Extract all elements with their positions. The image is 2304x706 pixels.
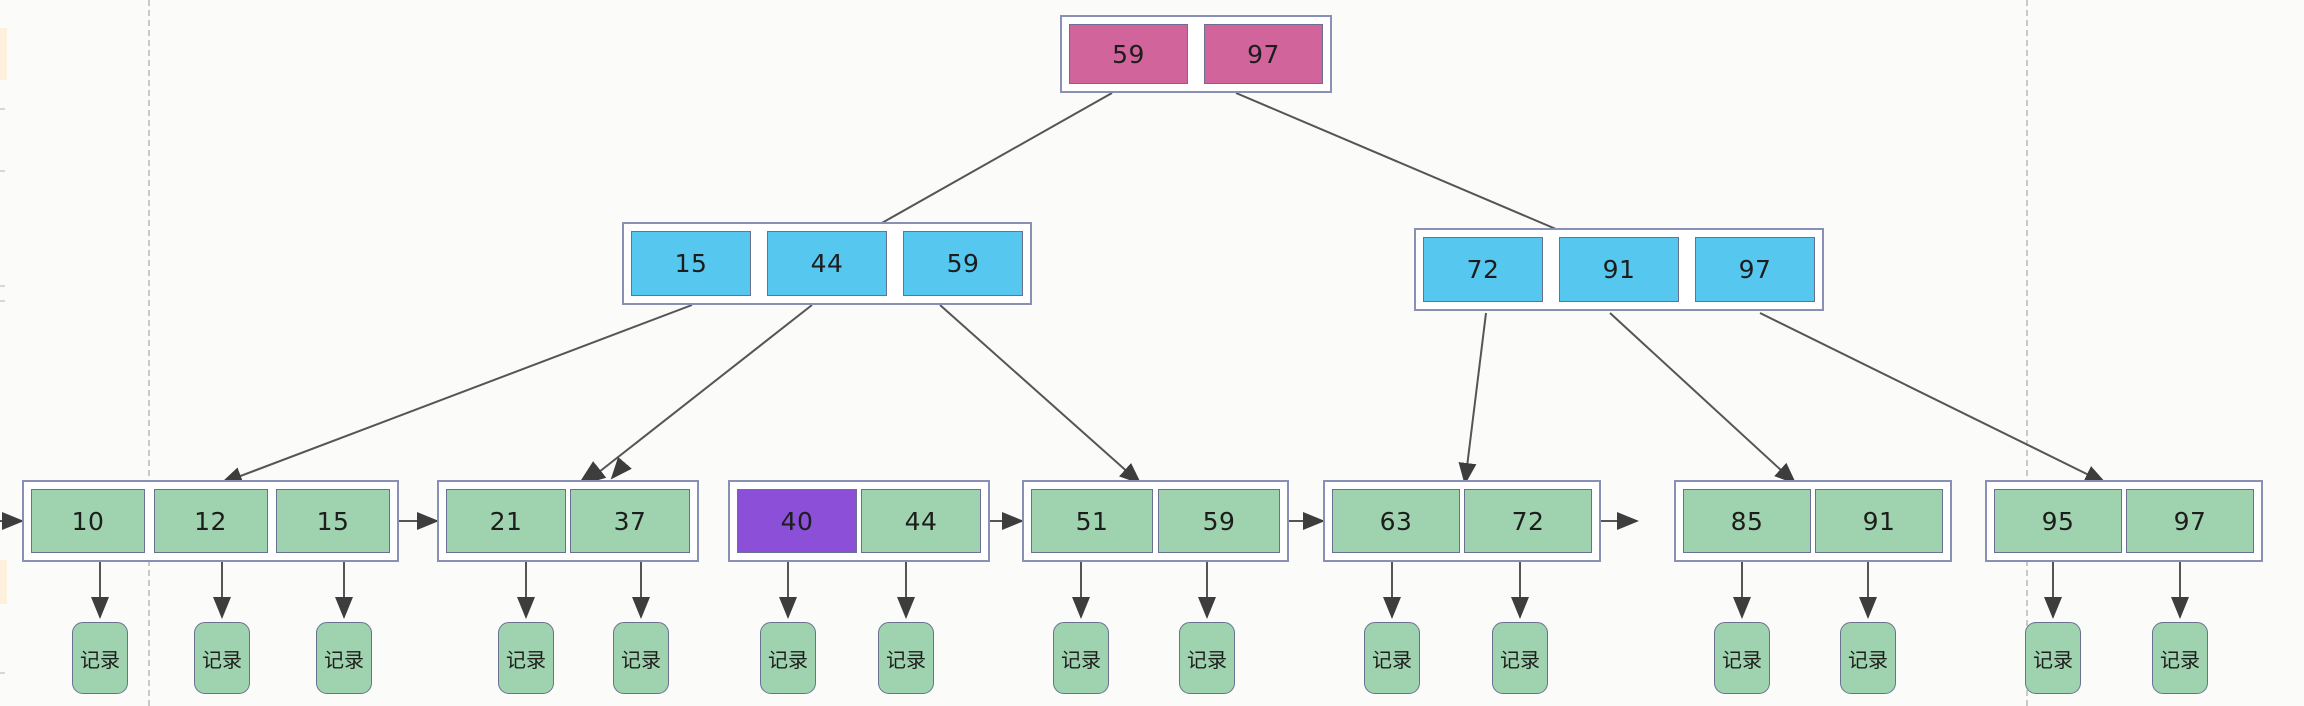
record-box[interactable]: 记录 <box>1053 622 1109 694</box>
root-key-0[interactable]: 59 <box>1069 24 1188 84</box>
record-box[interactable]: 记录 <box>878 622 934 694</box>
record-box[interactable]: 记录 <box>1179 622 1235 694</box>
page-edge-tick-2 <box>0 170 5 172</box>
page-edge-strip-top <box>0 28 7 80</box>
guide-line-left <box>148 0 150 706</box>
internal-node-left[interactable]: 15 44 59 <box>622 222 1032 305</box>
guide-line-right <box>2026 0 2028 706</box>
record-box[interactable]: 记录 <box>760 622 816 694</box>
root-key-1[interactable]: 97 <box>1204 24 1323 84</box>
leaf-1-key-1[interactable]: 12 <box>153 489 268 553</box>
leaf-1-key-2[interactable]: 15 <box>276 489 390 553</box>
leaf-4-key-1[interactable]: 59 <box>1158 489 1280 553</box>
leaf-node-2[interactable]: 21 37 <box>437 480 699 562</box>
internal-right-key-2[interactable]: 97 <box>1695 237 1815 302</box>
page-edge-tick-3 <box>0 285 5 287</box>
page-edge-tick-4 <box>0 300 5 302</box>
leaf-node-4[interactable]: 51 59 <box>1022 480 1289 562</box>
leaf-node-7[interactable]: 95 97 <box>1985 480 2263 562</box>
leaf-node-3[interactable]: 40 44 <box>728 480 990 562</box>
record-box[interactable]: 记录 <box>1840 622 1896 694</box>
page-edge-tick-1 <box>0 108 5 110</box>
page-edge-tick-5 <box>0 672 5 674</box>
leaf-4-key-0[interactable]: 51 <box>1031 489 1153 553</box>
record-box[interactable]: 记录 <box>194 622 250 694</box>
leaf-3-key-1[interactable]: 44 <box>861 489 981 553</box>
record-box[interactable]: 记录 <box>72 622 128 694</box>
leaf-5-key-0[interactable]: 63 <box>1332 489 1460 553</box>
leaf-node-1[interactable]: 10 12 15 <box>22 480 399 562</box>
leaf-6-key-0[interactable]: 85 <box>1683 489 1811 553</box>
leaf-1-key-0[interactable]: 10 <box>31 489 145 553</box>
leaf-3-key-0[interactable]: 40 <box>737 489 857 553</box>
record-box[interactable]: 记录 <box>1492 622 1548 694</box>
record-box[interactable]: 记录 <box>2025 622 2081 694</box>
record-box[interactable]: 记录 <box>1364 622 1420 694</box>
record-box[interactable]: 记录 <box>613 622 669 694</box>
leaf-5-key-1[interactable]: 72 <box>1464 489 1592 553</box>
leaf-7-key-0[interactable]: 95 <box>1994 489 2122 553</box>
leaf-2-key-1[interactable]: 37 <box>570 489 690 553</box>
leaf-7-key-1[interactable]: 97 <box>2126 489 2254 553</box>
internal-right-key-1[interactable]: 91 <box>1559 237 1679 302</box>
internal-node-right[interactable]: 72 91 97 <box>1414 228 1824 311</box>
page-edge-strip-bottom <box>0 560 7 604</box>
leaf-node-5[interactable]: 63 72 <box>1323 480 1601 562</box>
record-box[interactable]: 记录 <box>1714 622 1770 694</box>
record-box[interactable]: 记录 <box>2152 622 2208 694</box>
leaf-node-6[interactable]: 85 91 <box>1674 480 1952 562</box>
leaf-2-key-0[interactable]: 21 <box>446 489 566 553</box>
internal-left-key-1[interactable]: 44 <box>767 231 887 296</box>
record-box[interactable]: 记录 <box>316 622 372 694</box>
root-node[interactable]: 59 97 <box>1060 15 1332 93</box>
leaf-6-key-1[interactable]: 91 <box>1815 489 1943 553</box>
internal-left-key-2[interactable]: 59 <box>903 231 1023 296</box>
internal-right-key-0[interactable]: 72 <box>1423 237 1543 302</box>
internal-left-key-0[interactable]: 15 <box>631 231 751 296</box>
record-box[interactable]: 记录 <box>498 622 554 694</box>
